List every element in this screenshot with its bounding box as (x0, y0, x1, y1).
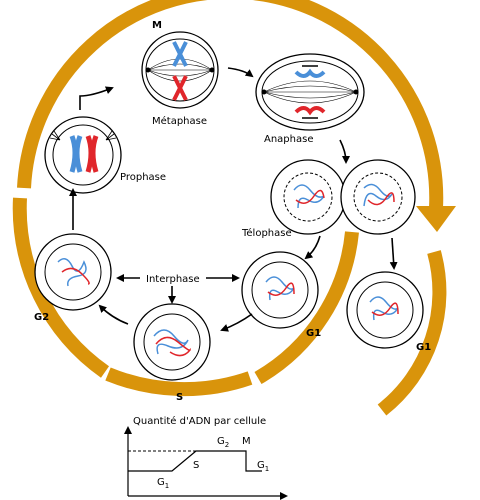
interphase-s-cell (133, 303, 211, 381)
graph-s: S (193, 460, 199, 471)
label-g1-left: G1 (306, 328, 321, 339)
graph-g2: G2 (217, 436, 229, 449)
ring-g1-inner-arc (254, 231, 359, 385)
ring-s-arc (105, 367, 253, 397)
label-g1-right: G1 (416, 342, 431, 353)
dna-curve (128, 450, 262, 472)
spindle-fibers (147, 58, 213, 82)
cycle-arrows (69, 67, 398, 332)
label-anaphase: Anaphase (264, 134, 313, 145)
graph-m: M (242, 436, 251, 447)
prophase-cell (44, 116, 122, 194)
ring-arrowhead (416, 206, 456, 232)
label-prophase: Prophase (120, 172, 166, 183)
label-interphase: Interphase (146, 274, 200, 285)
metaphase-cell (141, 31, 219, 109)
anaphase-spindle (263, 80, 357, 104)
interphase-g1-cell (241, 251, 319, 329)
graph-g1-end: G1 (257, 460, 269, 473)
g1-daughter-cell (346, 271, 424, 349)
metaphase-chromosomes (172, 41, 188, 101)
ring-g2-arc (12, 197, 110, 378)
interphase-g2-cell (34, 233, 112, 311)
dna-graph: Quantité d'ADN par cellule G1 S G2 M G1 (124, 415, 288, 500)
label-metaphase: Métaphase (152, 115, 207, 127)
label-s: S (176, 392, 183, 403)
label-g2: G2 (34, 312, 49, 323)
ring-g1-outer-arc (377, 250, 447, 416)
cycle-ring (12, 0, 456, 416)
ring-m-arc (17, 0, 444, 209)
anaphase-cell (255, 53, 365, 131)
telophase-cells (270, 159, 416, 235)
label-m-top: M (152, 20, 162, 31)
graph-title: Quantité d'ADN par cellule (133, 415, 266, 427)
graph-g1-start: G1 (157, 477, 169, 490)
label-telophase: Télophase (241, 227, 292, 239)
